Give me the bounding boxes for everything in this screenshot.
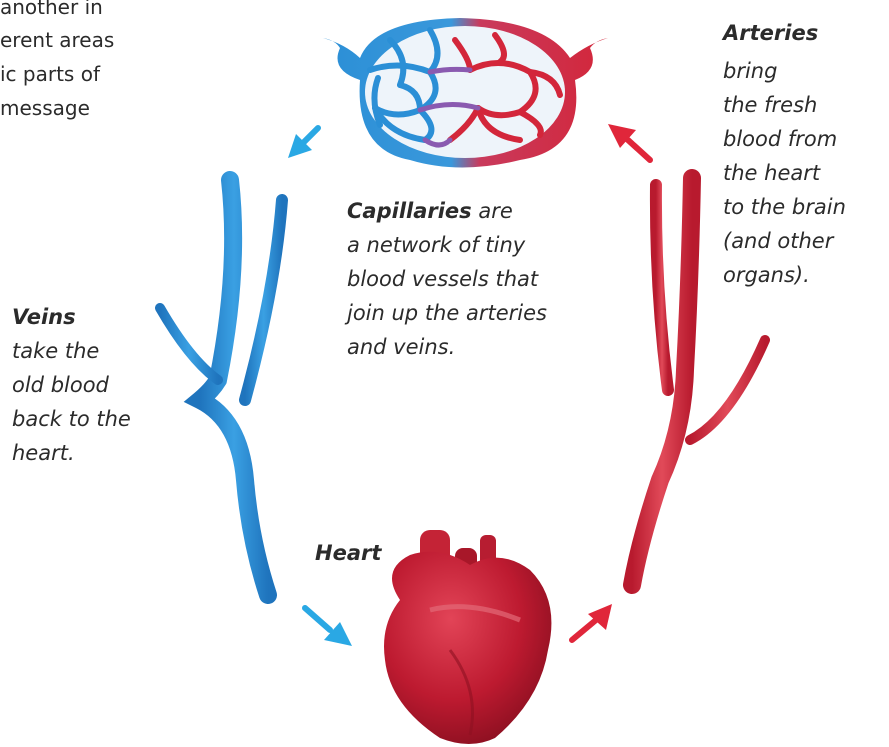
arteries-line: the heart [723,158,820,189]
veins-line: back to the [12,404,131,435]
capillary-network-icon [323,18,608,168]
veins-line: take the [12,336,99,367]
arteries-line: bring [723,56,777,87]
veins-line: heart. [12,438,75,469]
veins-title: Veins [12,302,76,333]
capillaries-line: and veins. [347,332,455,363]
arteries-line: the fresh [723,90,817,121]
capillaries-title: Capillaries [347,199,472,223]
arteries-line: blood from [723,124,837,155]
heart-label: Heart [315,538,381,569]
capillaries-line: blood vessels that [347,264,538,295]
arteries-line: (and other [723,226,833,257]
heart-icon [384,530,551,744]
capillaries-line: join up the arteries [347,298,547,329]
capillaries-line: a network of tiny [347,230,525,261]
capillaries-heading: Capillaries are [347,196,513,227]
arteries-title: Arteries [723,18,818,49]
veins-line: old blood [12,370,109,401]
capillaries-title-suffix: are [472,199,513,223]
arteries-line: organs). [723,260,810,291]
arteries-line: to the brain [723,192,846,223]
vein-icon [160,180,282,595]
